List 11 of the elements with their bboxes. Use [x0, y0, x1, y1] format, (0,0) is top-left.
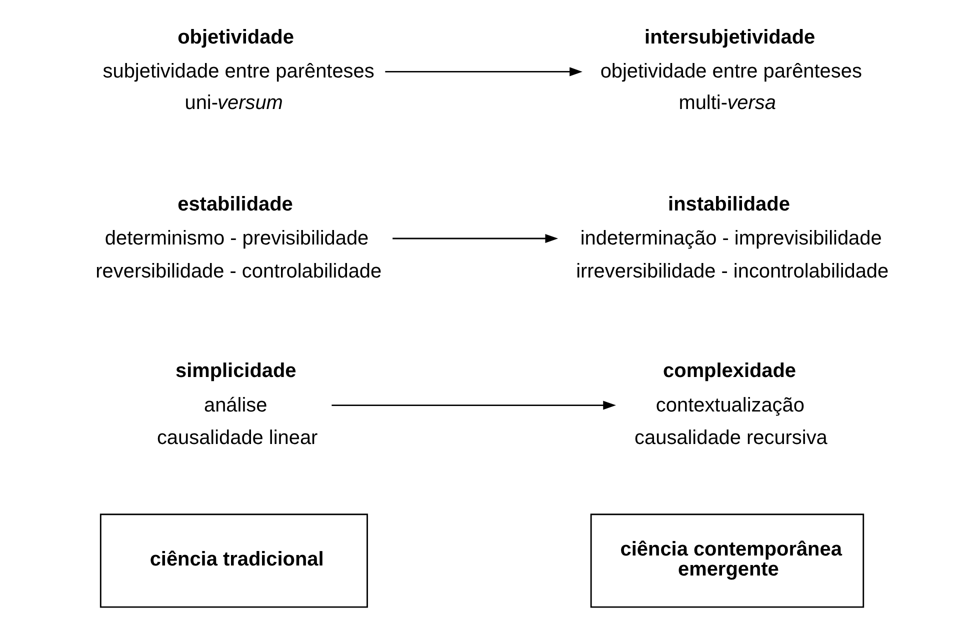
node-box: ciência tradicional: [99, 514, 368, 608]
node-text: instabilidade indeterminação - imprevisibilidade irreversibilidade - incontrolabilidade: [576, 193, 888, 282]
node-text: estabilidade determinismo - previsibilidade reversibilidade - controlabilidade: [95, 193, 382, 282]
node-text: complexidade contextualização causalidade recursiva: [634, 360, 827, 450]
node-text: objetividade subjetividade entre parênteses uni-versum: [102, 26, 374, 114]
arrow: [392, 234, 558, 243]
arrow: [384, 67, 582, 76]
node-box: ciência contemporânea emergente: [590, 514, 864, 608]
node-text: intersubjetividade objetividade entre parênteses multi-versa: [600, 26, 862, 114]
arrow: [331, 400, 616, 410]
node-text: simplicidade análise causalidade linear: [156, 360, 318, 450]
